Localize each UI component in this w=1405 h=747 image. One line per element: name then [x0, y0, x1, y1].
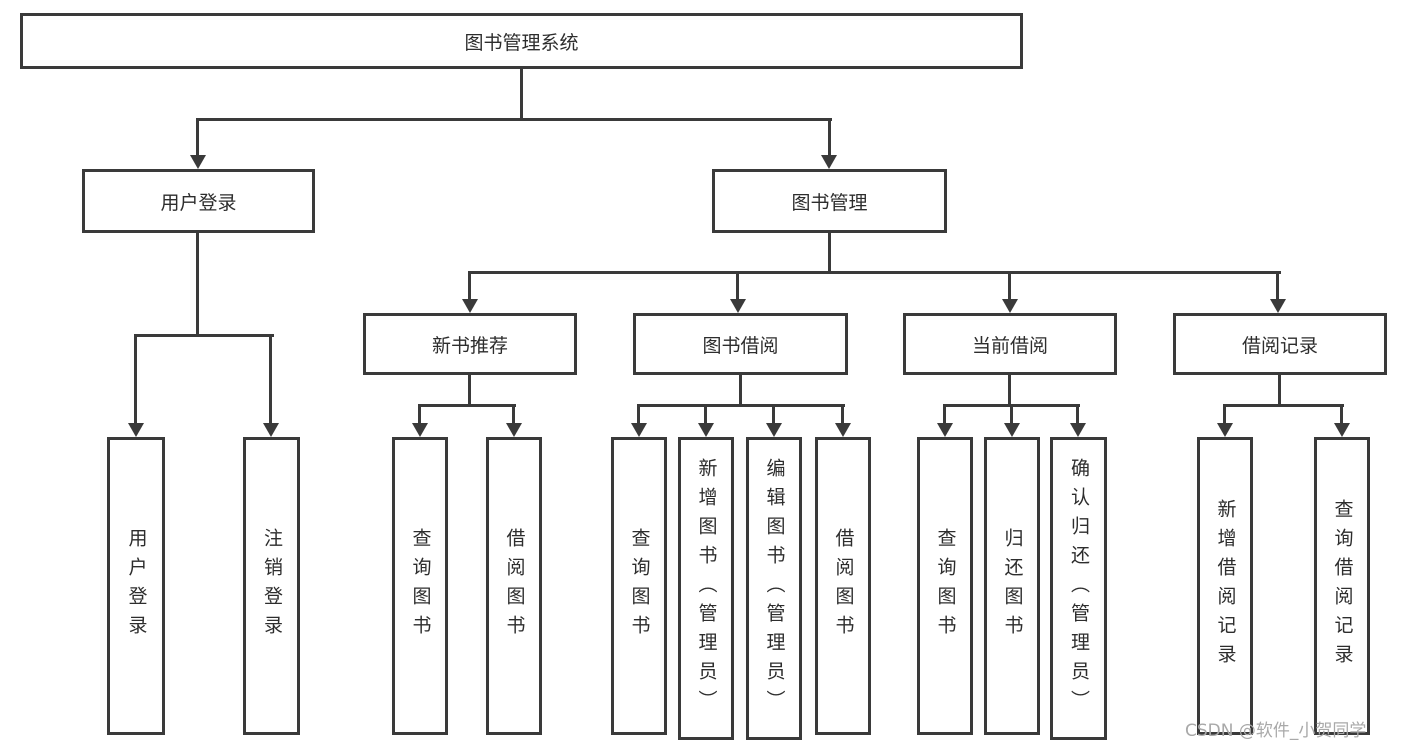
arrowhead-down-icon [506, 423, 522, 437]
arrowhead-down-icon [821, 155, 837, 169]
node-new-book-recommendation: 新书推荐 [363, 313, 577, 375]
leaf-borrow-books: 借阅图书 [815, 437, 871, 735]
node-label: 注销登录 [261, 528, 283, 644]
connector-line [739, 375, 742, 406]
node-label: 查询图书 [409, 528, 432, 644]
arrowhead-down-icon [1217, 423, 1233, 437]
node-label: 编辑图书（管理员） [763, 458, 786, 719]
node-label: 确认归还（管理员） [1068, 458, 1090, 719]
node-label: 查询借阅记录 [1331, 499, 1354, 673]
connector-line [1008, 375, 1011, 406]
connector-line [468, 271, 1281, 274]
node-label: 图书借阅 [702, 334, 779, 357]
arrowhead-down-icon [462, 299, 478, 313]
arrowhead-down-icon [190, 155, 206, 169]
connector-line [1340, 404, 1343, 425]
arrowhead-down-icon [766, 423, 782, 437]
leaf-logout: 注销登录 [243, 437, 300, 735]
connector-line [637, 404, 845, 407]
connector-line [828, 233, 831, 274]
arrowhead-down-icon [730, 299, 746, 313]
connector-line [1223, 404, 1226, 425]
connector-line [637, 404, 640, 425]
connector-line [841, 404, 844, 425]
arrowhead-down-icon [412, 423, 428, 437]
node-label: 借阅记录 [1241, 334, 1318, 357]
csdn-watermark: CSDN @软件_小贺同学 [1185, 721, 1367, 741]
connector-line [196, 233, 199, 337]
leaf-query-books-borrowing: 查询图书 [611, 437, 667, 735]
leaf-borrow-books-recommend: 借阅图书 [486, 437, 542, 735]
connector-line [1008, 271, 1011, 301]
leaf-confirm-return-admin: 确认归还（管理员） [1050, 437, 1107, 740]
leaf-return-books: 归还图书 [984, 437, 1040, 735]
connector-line [196, 118, 199, 156]
connector-line [269, 334, 272, 424]
arrowhead-down-icon [1002, 299, 1018, 313]
connector-line [520, 69, 523, 120]
connector-line [943, 404, 946, 425]
node-label: 借阅图书 [503, 528, 526, 644]
node-library-management-system: 图书管理系统 [20, 13, 1023, 69]
node-label: 新书推荐 [431, 334, 508, 357]
connector-line [512, 404, 515, 425]
arrowhead-down-icon [937, 423, 953, 437]
leaf-query-borrow-record: 查询借阅记录 [1314, 437, 1370, 735]
node-book-borrowing: 图书借阅 [633, 313, 848, 375]
node-label: 归还图书 [1001, 528, 1024, 644]
connector-line [1223, 404, 1344, 407]
connector-line [1010, 404, 1013, 425]
arrowhead-down-icon [263, 423, 279, 437]
node-label: 查询图书 [934, 528, 957, 644]
connector-line [134, 334, 274, 337]
connector-line [468, 271, 471, 301]
node-label: 新增图书（管理员） [695, 458, 718, 719]
node-label: 借阅图书 [832, 528, 855, 644]
node-label: 查询图书 [628, 528, 651, 644]
arrowhead-down-icon [128, 423, 144, 437]
connector-line [418, 404, 516, 407]
node-user-login-branch: 用户登录 [82, 169, 315, 233]
node-borrowing-records: 借阅记录 [1173, 313, 1387, 375]
connector-line [1076, 404, 1079, 425]
connector-line [1278, 375, 1281, 406]
connector-line [468, 375, 471, 406]
node-label: 用户登录 [125, 528, 148, 644]
leaf-query-books-recommend: 查询图书 [392, 437, 448, 735]
arrowhead-down-icon [631, 423, 647, 437]
arrowhead-down-icon [1004, 423, 1020, 437]
connector-line [134, 334, 137, 424]
connector-line [704, 404, 707, 425]
connector-line [828, 118, 831, 156]
node-current-borrowing: 当前借阅 [903, 313, 1117, 375]
arrowhead-down-icon [1070, 423, 1086, 437]
node-label: 当前借阅 [971, 334, 1048, 357]
arrowhead-down-icon [835, 423, 851, 437]
connector-line [196, 118, 832, 121]
connector-line [772, 404, 775, 425]
arrowhead-down-icon [698, 423, 714, 437]
connector-line [736, 271, 739, 301]
node-label: 用户登录 [160, 191, 237, 214]
node-label: 图书管理 [791, 191, 868, 214]
arrowhead-down-icon [1270, 299, 1286, 313]
node-book-management-branch: 图书管理 [712, 169, 947, 233]
leaf-user-login: 用户登录 [107, 437, 165, 735]
node-label: 新增借阅记录 [1214, 499, 1237, 673]
connector-line [418, 404, 421, 425]
leaf-query-books-current: 查询图书 [917, 437, 973, 735]
arrowhead-down-icon [1334, 423, 1350, 437]
leaf-add-books-admin: 新增图书（管理员） [678, 437, 734, 740]
leaf-add-borrow-record: 新增借阅记录 [1197, 437, 1253, 735]
leaf-edit-books-admin: 编辑图书（管理员） [746, 437, 802, 740]
node-label: 图书管理系统 [464, 31, 579, 54]
connector-line [1276, 271, 1279, 301]
